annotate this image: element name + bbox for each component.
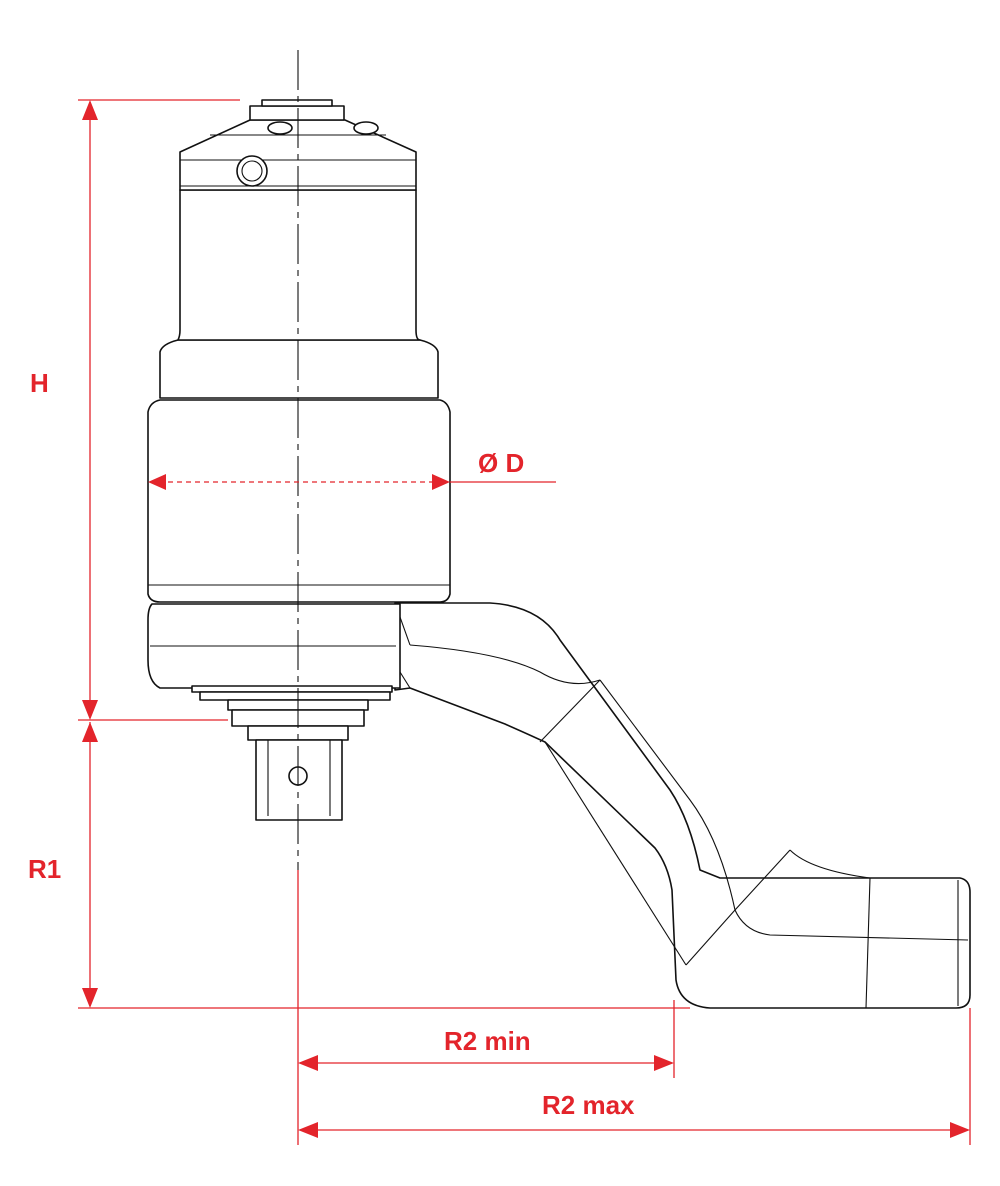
- dimension-labels: H Ø D R1 R2 min R2 max: [28, 368, 635, 1120]
- tool-housing: [147, 99, 451, 821]
- reaction-arm: [394, 602, 971, 1009]
- tool-drawing: [147, 50, 971, 1009]
- radius2-max-dimension: [298, 1122, 970, 1138]
- radius1-dimension: [82, 722, 98, 1008]
- radius2-min-dimension: [298, 1055, 674, 1071]
- dimension-lines: [78, 99, 971, 1145]
- height-label: H: [30, 368, 49, 398]
- diameter-dimension: [148, 474, 450, 490]
- radius1-label: R1: [28, 854, 61, 884]
- height-dimension: [82, 100, 98, 720]
- diameter-label: Ø D: [478, 448, 524, 478]
- radius2-min-label: R2 min: [444, 1026, 531, 1056]
- radius2-max-label: R2 max: [542, 1090, 635, 1120]
